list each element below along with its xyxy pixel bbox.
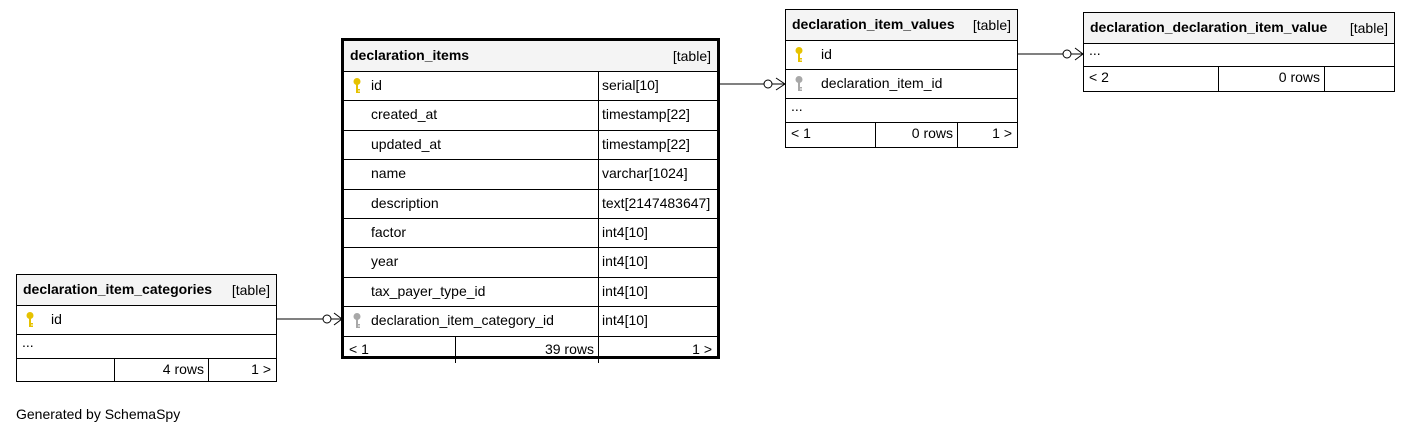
table-declaration-item-values[interactable]: declaration_item_values [table] id declar… [785,9,1018,148]
table-footer: < 1 39 rows 1 > [344,336,717,363]
column-type: int4[10] [598,277,648,307]
column-name: description [371,194,439,211]
column-row[interactable]: id [17,306,276,335]
column-name: updated_at [371,135,442,152]
column-type: int4[10] [598,248,648,277]
table-header: declaration_items [table] [344,41,717,72]
footer-rows: 39 rows [455,336,598,363]
column-type: int4[10] [598,307,648,336]
column-row[interactable]: id [786,41,1017,70]
generated-by-credit: Generated by SchemaSpy [16,406,181,422]
more-columns: ... [17,334,276,359]
column-row[interactable]: year int4[10] [344,248,717,278]
column-name: id [371,77,382,93]
more-columns: ... [1084,42,1394,67]
column-type: serial[10] [598,72,659,101]
column-name: factor [371,223,407,240]
ellipsis: ... [791,98,803,114]
footer-prev[interactable]: < 1 [791,125,811,141]
footer-next[interactable] [1324,67,1394,91]
table-name: declaration_items [350,47,470,63]
column-row[interactable]: declaration_item_category_id int4[10] [344,307,717,337]
footer-prev[interactable]: < 2 [1089,69,1109,85]
footer-rows: 0 rows [1218,67,1324,91]
column-row[interactable]: id serial[10] [344,72,717,102]
table-footer: < 1 0 rows 1 > [786,123,1017,147]
column-row[interactable]: name varchar[1024] [344,160,717,190]
footer-next[interactable]: 1 > [957,123,1017,147]
primary-key-icon [352,77,364,95]
column-type: int4[10] [598,218,648,248]
footer-rows: 4 rows [114,359,208,382]
column-row[interactable]: updated_at timestamp[22] [344,130,717,161]
table-header: declaration_item_categories [table] [17,275,276,306]
column-type: varchar[1024] [598,160,688,189]
table-tag: [table] [672,48,711,64]
foreign-key-icon [352,312,364,330]
more-columns: ... [786,98,1017,123]
footer-prev[interactable]: < 1 [349,340,369,357]
column-type: text[2147483647] [598,189,710,218]
column-name: tax_payer_type_id [371,282,486,299]
footer-prev[interactable] [17,359,114,382]
table-header: declaration_item_values [table] [786,10,1017,41]
table-header: declaration_declaration_item_value [tabl… [1084,13,1394,44]
footer-next[interactable]: 1 > [598,336,717,363]
column-name: id [51,311,62,327]
table-name: declaration_item_categories [23,281,213,297]
footer-next[interactable]: 1 > [208,359,276,382]
column-name: created_at [371,106,438,123]
table-tag: [table] [972,17,1011,33]
column-type: timestamp[22] [598,101,690,130]
column-name: year [371,253,399,270]
column-name: declaration_item_category_id [371,312,554,329]
table-tag: [table] [1349,20,1388,36]
column-name: declaration_item_id [821,75,943,91]
relationship-categories-items [277,312,343,326]
column-row[interactable]: factor int4[10] [344,218,717,249]
table-declaration-item-categories[interactable]: declaration_item_categories [table] id .… [16,274,277,382]
ellipsis: ... [22,334,34,350]
column-name: name [371,165,407,182]
column-row[interactable]: description text[2147483647] [344,189,717,219]
table-footer: < 2 0 rows [1084,67,1394,91]
primary-key-icon [25,311,37,329]
table-name: declaration_item_values [792,16,955,32]
column-list: id declaration_item_id [786,41,1017,99]
column-row[interactable]: declaration_item_id [786,70,1017,99]
table-footer: 4 rows 1 > [17,359,276,382]
column-row[interactable]: created_at timestamp[22] [344,101,717,131]
table-name: declaration_declaration_item_value [1090,19,1328,35]
primary-key-icon [794,46,806,64]
column-list: id [17,306,276,335]
relationship-values-declaration [1017,47,1084,61]
foreign-key-icon [794,75,806,93]
ellipsis: ... [1089,42,1101,58]
column-name: id [821,46,832,62]
table-tag: [table] [231,282,270,298]
column-row[interactable]: tax_payer_type_id int4[10] [344,277,717,308]
footer-rows: 0 rows [875,123,957,147]
column-type: timestamp[22] [598,130,690,160]
relationship-items-values [719,77,786,91]
table-declaration-declaration-item-value[interactable]: declaration_declaration_item_value [tabl… [1083,12,1395,92]
